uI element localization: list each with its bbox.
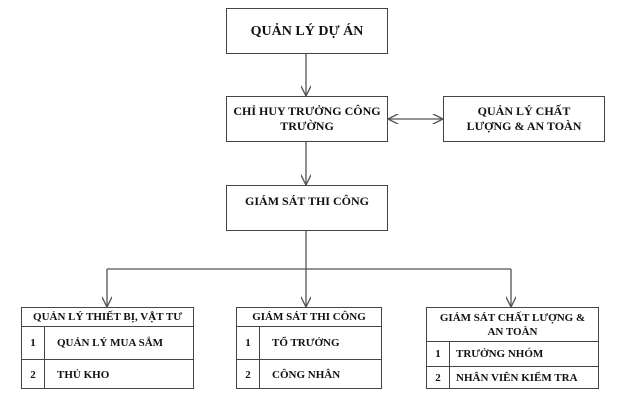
table-title: GIÁM SÁT CHẤT LƯỢNG & AN TOÀN	[427, 308, 598, 342]
row-number: 2	[22, 360, 45, 389]
table-title: QUẢN LÝ THIẾT BỊ, VẬT TƯ	[22, 308, 193, 327]
row-number: 1	[22, 327, 45, 359]
table-row: 1 QUẢN LÝ MUA SẮM	[22, 327, 193, 360]
node-label: QUẢN LÝ DỰ ÁN	[250, 23, 364, 39]
row-label: TRƯỞNG NHÓM	[456, 348, 544, 360]
table-row: 2 CÔNG NHÂN	[237, 360, 381, 389]
row-number: 1	[427, 342, 450, 366]
row-label: NHÂN VIÊN KIỂM TRA	[456, 372, 578, 384]
table-row: 1 TRƯỞNG NHÓM	[427, 342, 598, 367]
node-label: CHỈ HUY TRƯỞNG CÔNG TRƯỜNG	[233, 104, 381, 133]
row-number: 2	[237, 360, 260, 389]
row-label: CÔNG NHÂN	[272, 368, 341, 381]
node-site-commander: CHỈ HUY TRƯỞNG CÔNG TRƯỜNG	[226, 96, 388, 142]
row-number: 2	[427, 367, 450, 389]
row-label: TỔ TRƯỞNG	[272, 337, 340, 349]
node-construction-supervisor: GIÁM SÁT THI CÔNG	[226, 185, 388, 231]
table-row: 2 NHÂN VIÊN KIỂM TRA	[427, 367, 598, 389]
table-quality: GIÁM SÁT CHẤT LƯỢNG & AN TOÀN 1 TRƯỞNG NH…	[426, 307, 599, 389]
node-project-manager: QUẢN LÝ DỰ ÁN	[226, 8, 388, 54]
row-label: QUẢN LÝ MUA SẮM	[57, 337, 164, 349]
table-row: 2 THỦ KHO	[22, 360, 193, 389]
node-label: GIÁM SÁT THI CÔNG	[245, 194, 369, 208]
table-title: GIÁM SÁT THI CÔNG	[237, 308, 381, 327]
row-label: THỦ KHO	[57, 368, 110, 381]
table-supervision: GIÁM SÁT THI CÔNG 1 TỔ TRƯỞNG 2 CÔNG NHÂN	[236, 307, 382, 389]
table-row: 1 TỔ TRƯỞNG	[237, 327, 381, 360]
node-quality-safety-manager: QUẢN LÝ CHẤT LƯỢNG & AN TOÀN	[443, 96, 605, 142]
row-number: 1	[237, 327, 260, 359]
node-label: QUẢN LÝ CHẤT LƯỢNG & AN TOÀN	[466, 104, 582, 133]
table-equipment: QUẢN LÝ THIẾT BỊ, VẬT TƯ 1 QUẢN LÝ MUA SẮ…	[21, 307, 194, 389]
